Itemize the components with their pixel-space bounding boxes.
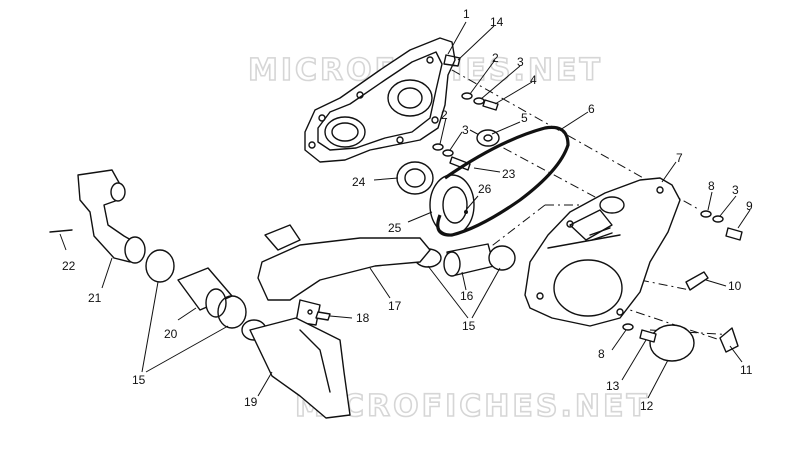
- callout-23: 23: [502, 167, 516, 181]
- callout-6: 6: [588, 102, 595, 116]
- callout-10: 10: [728, 279, 742, 293]
- part-5-washer: [476, 129, 500, 147]
- leader-lines: [59, 21, 751, 399]
- part-24-seal: [396, 161, 434, 195]
- callout-4: 4: [530, 73, 537, 87]
- hardware-top: [461, 92, 499, 111]
- callout-14: 14: [490, 15, 504, 29]
- callout-12: 12: [640, 399, 654, 413]
- callout-18: 18: [356, 311, 370, 325]
- part-14-plate: [443, 54, 461, 67]
- watermark-bottom: MICROFICHES.NET: [295, 389, 650, 424]
- part-16-duct: [414, 243, 516, 277]
- callout-24: 24: [352, 175, 366, 189]
- callout-1: 1: [463, 7, 470, 21]
- part-11-decal: [719, 327, 739, 353]
- hardware-lower: [622, 323, 657, 343]
- part-21-intake: [77, 169, 146, 264]
- callout-15-left: 15: [132, 373, 146, 387]
- callout-19: 19: [244, 395, 258, 409]
- callout-8b: 8: [598, 347, 605, 361]
- part-15-clamp-left: [145, 249, 175, 283]
- hardware-right: [700, 210, 743, 241]
- callout-labels: 1 14 2 3 4 6 5 2 3 7 24 23 8 3 9 26 25 2…: [62, 7, 753, 413]
- part-12-decal: [649, 324, 695, 362]
- callout-3: 3: [517, 55, 524, 69]
- callout-17: 17: [388, 299, 402, 313]
- part-19-duct: [241, 317, 351, 419]
- callout-20: 20: [164, 327, 178, 341]
- part-15-clamp-mid: [217, 295, 247, 329]
- part-18-bolt: [315, 311, 331, 321]
- outer-cover-shape: [524, 177, 681, 327]
- drive-belt-shape: [436, 125, 570, 237]
- part-17-duct: [257, 224, 431, 326]
- callout-16: 16: [460, 289, 474, 303]
- callout-13: 13: [606, 379, 620, 393]
- callout-8: 8: [708, 179, 715, 193]
- callout-3c: 3: [732, 183, 739, 197]
- part-22-screw: [49, 229, 73, 233]
- callout-2b: 2: [441, 108, 448, 122]
- callout-7: 7: [676, 151, 683, 165]
- callout-26: 26: [478, 182, 492, 196]
- part-20-sleeve: [177, 267, 233, 318]
- inner-cover-shape: [304, 37, 456, 163]
- callout-2: 2: [492, 51, 499, 65]
- callout-3b: 3: [462, 123, 469, 137]
- callout-21: 21: [88, 291, 102, 305]
- callout-9: 9: [746, 199, 753, 213]
- part-10-clip: [685, 271, 709, 291]
- callout-11: 11: [740, 363, 753, 377]
- callout-22: 22: [62, 259, 76, 273]
- callout-15-right: 15: [462, 319, 476, 333]
- hardware-mid: [432, 143, 471, 171]
- callout-5: 5: [521, 111, 528, 125]
- callout-25: 25: [388, 221, 402, 235]
